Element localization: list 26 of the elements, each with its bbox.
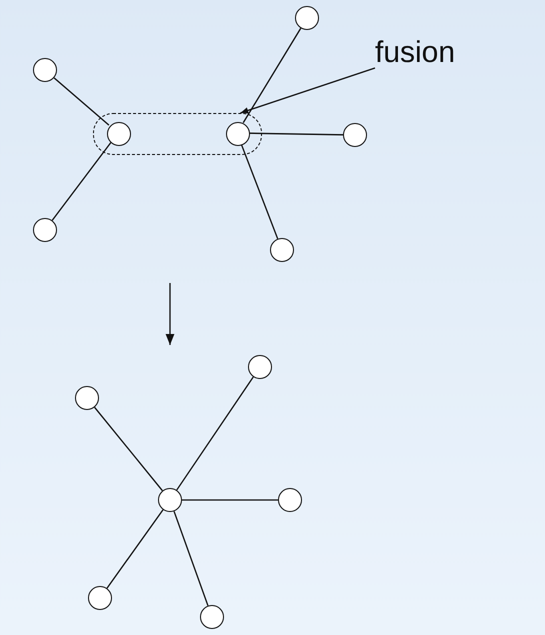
- vertex-circle: [88, 586, 112, 610]
- node-label: fusion: [375, 35, 456, 71]
- connector-line: [52, 142, 112, 221]
- vertex-circle: [270, 238, 294, 262]
- vertex-circle: [75, 386, 99, 410]
- vertex-circle: [248, 355, 272, 379]
- connector-line: [54, 77, 110, 126]
- connector-line: [242, 28, 302, 124]
- connector-line: [94, 406, 163, 492]
- leader-arrow: [240, 67, 376, 114]
- connector-line: [248, 132, 344, 136]
- connector-line: [173, 511, 209, 606]
- dashed-outline: [93, 113, 262, 155]
- connector-line: [176, 376, 254, 490]
- vertex-circle: [33, 218, 57, 242]
- connector-line: [106, 509, 164, 589]
- vertex-circle: [226, 122, 250, 146]
- vertex-circle: [200, 605, 224, 629]
- connector-line: [240, 144, 278, 240]
- vertex-circle: [33, 58, 57, 82]
- connector-line: [182, 499, 278, 501]
- vertex-circle: [295, 6, 319, 30]
- vertex-circle: [158, 488, 182, 512]
- vertex-circle: [107, 122, 131, 146]
- vertex-circle: [278, 488, 302, 512]
- vertex-circle: [343, 123, 367, 147]
